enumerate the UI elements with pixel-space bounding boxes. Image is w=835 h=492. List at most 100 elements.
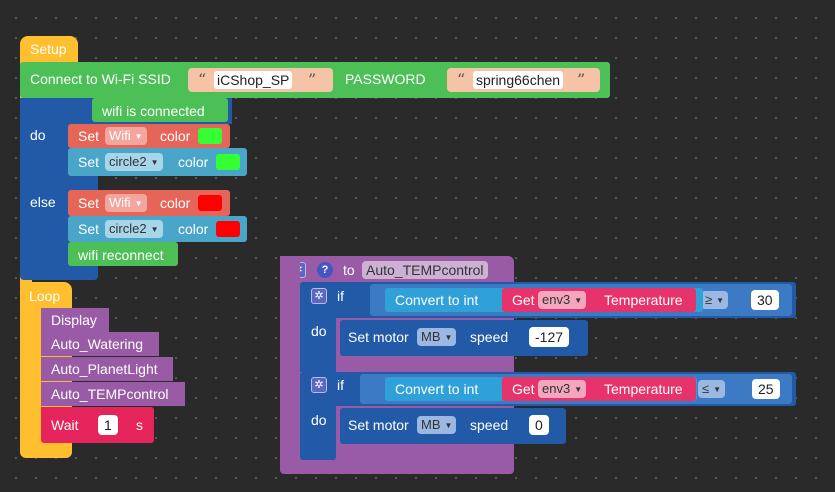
dropdown-arrow-icon: ▼ — [150, 158, 159, 167]
procedure-spine — [280, 256, 300, 466]
dropdown-arrow-icon: ▼ — [134, 199, 143, 208]
if-label: if — [337, 377, 344, 393]
gear-icon[interactable]: ✲ — [311, 288, 327, 304]
set-label: Set — [78, 221, 100, 237]
wait-label: Wait — [51, 417, 79, 433]
set-label: Set — [78, 154, 100, 170]
if-label: if — [337, 288, 344, 304]
quote-open-icon: “ — [198, 70, 207, 89]
wifi-reconnect-label: wifi reconnect — [78, 247, 164, 263]
wifi-target-value: Wifi — [109, 128, 131, 143]
convert-label: Convert to int — [395, 292, 479, 308]
help-icon[interactable]: ? — [317, 262, 333, 278]
ssid-value[interactable]: iCShop_SP — [214, 71, 293, 89]
motor-value: MB — [421, 329, 441, 344]
get-label: Get — [512, 381, 535, 397]
set-circle2-color-block[interactable]: Set circle2▼ color — [68, 148, 247, 176]
dropdown-arrow-icon: ▼ — [444, 333, 453, 342]
circle2-target-dropdown[interactable]: circle2▼ — [105, 153, 163, 171]
wifi-connected-block[interactable]: wifi is connected — [92, 98, 228, 122]
dropdown-arrow-icon: ▼ — [150, 225, 159, 234]
sensor-value: env3 — [542, 381, 571, 396]
speed-input[interactable]: -127 — [529, 327, 570, 347]
else-label: else — [30, 194, 56, 210]
set-label: Set — [78, 195, 100, 211]
color-label: color — [178, 154, 209, 170]
sensor-dropdown[interactable]: env3▼ — [538, 291, 587, 309]
set-motor-label: Set motor — [348, 329, 409, 345]
ssid-string-block[interactable]: “ iCShop_SP ” — [188, 68, 333, 92]
dropdown-arrow-icon: ▼ — [134, 132, 143, 141]
set-wifi-color-block[interactable]: Set Wifi▼ color — [68, 190, 230, 216]
convert-label: Convert to int — [395, 381, 479, 397]
color-swatch-red[interactable] — [198, 195, 222, 211]
set-motor-label: Set motor — [348, 417, 409, 433]
dropdown-arrow-icon: ▼ — [444, 421, 453, 430]
procedure-to-label: to — [343, 262, 355, 278]
loop-call-auto-planetlight[interactable]: Auto_PlanetLight — [41, 357, 173, 381]
quote-open-icon: “ — [457, 70, 466, 89]
wifi-connected-label: wifi is connected — [102, 103, 205, 119]
wifi-target-value: Wifi — [109, 195, 131, 210]
color-swatch-red[interactable] — [216, 221, 240, 237]
loop-hat-label: Loop — [29, 288, 61, 304]
threshold-input[interactable]: 25 — [752, 379, 780, 399]
call-label: Auto_TEMPcontrol — [51, 386, 169, 402]
dropdown-arrow-icon: ▼ — [713, 385, 722, 394]
connect-wifi-label: Connect to Wi-Fi SSID — [30, 71, 171, 87]
measure-label: Temperature — [604, 292, 683, 308]
get-sensor-block[interactable]: Get env3▼ Temperature — [502, 377, 696, 401]
wifi-target-dropdown[interactable]: Wifi▼ — [105, 194, 147, 212]
wait-block[interactable]: Wait 1 s — [41, 407, 154, 443]
do-label: do — [311, 412, 327, 428]
speed-input[interactable]: 0 — [529, 415, 549, 435]
else-header-bar — [20, 180, 92, 192]
circle2-target-value: circle2 — [109, 221, 147, 236]
sensor-value: env3 — [542, 292, 571, 307]
call-label: Auto_Watering — [51, 336, 144, 352]
set-circle2-color-block[interactable]: Set circle2▼ color — [68, 216, 247, 242]
color-label: color — [160, 128, 191, 144]
circle2-target-dropdown[interactable]: circle2▼ — [105, 220, 163, 238]
motor-dropdown[interactable]: MB▼ — [417, 328, 457, 346]
color-swatch-green[interactable] — [216, 154, 240, 170]
wifi-reconnect-block[interactable]: wifi reconnect — [68, 242, 178, 266]
password-string-block[interactable]: “ spring66chen ” — [447, 68, 600, 92]
threshold-input[interactable]: 30 — [751, 290, 779, 310]
set-motor-block[interactable]: Set motor MB▼ speed -127 — [340, 320, 588, 356]
wait-value-input[interactable]: 1 — [98, 415, 118, 435]
do-label: do — [311, 323, 327, 339]
dropdown-arrow-icon: ▼ — [574, 385, 583, 394]
gear-icon[interactable]: ✲ — [311, 377, 327, 393]
set-label: Set — [78, 128, 100, 144]
call-label: Auto_PlanetLight — [51, 361, 158, 377]
measure-label: Temperature — [604, 381, 683, 397]
set-wifi-color-block[interactable]: Set Wifi▼ color — [68, 124, 230, 148]
connect-wifi-block[interactable]: Connect to Wi-Fi SSID “ iCShop_SP ” PASS… — [20, 62, 610, 98]
do-label: do — [30, 127, 46, 143]
get-label: Get — [512, 292, 535, 308]
dropdown-arrow-icon: ▼ — [716, 296, 725, 305]
operator-dropdown[interactable]: ≥▼ — [701, 291, 729, 309]
loop-call-display[interactable]: Display — [41, 308, 109, 332]
setup-hat-label: Setup — [30, 41, 67, 57]
speed-label: speed — [470, 329, 509, 345]
color-label: color — [178, 221, 209, 237]
setup-hat-block[interactable]: Setup — [20, 36, 78, 62]
operator-value: ≥ — [705, 292, 713, 307]
if-block-rule-1-body — [300, 316, 336, 372]
dropdown-arrow-icon: ▼ — [574, 296, 583, 305]
procedure-name-field[interactable]: Auto_TEMPcontrol — [362, 261, 488, 279]
wifi-target-dropdown[interactable]: Wifi▼ — [105, 127, 147, 145]
circle2-target-value: circle2 — [109, 154, 147, 169]
set-motor-block[interactable]: Set motor MB▼ speed 0 — [340, 408, 566, 444]
loop-call-auto-watering[interactable]: Auto_Watering — [41, 332, 159, 356]
password-value[interactable]: spring66chen — [473, 71, 564, 89]
operator-dropdown[interactable]: ≤▼ — [698, 380, 726, 398]
speed-label: speed — [470, 417, 509, 433]
motor-dropdown[interactable]: MB▼ — [417, 416, 457, 434]
sensor-dropdown[interactable]: env3▼ — [538, 380, 587, 398]
color-swatch-green[interactable] — [198, 128, 222, 144]
get-sensor-block[interactable]: Get env3▼ Temperature — [502, 288, 696, 312]
loop-call-auto-tempcontrol[interactable]: Auto_TEMPcontrol — [41, 382, 185, 406]
